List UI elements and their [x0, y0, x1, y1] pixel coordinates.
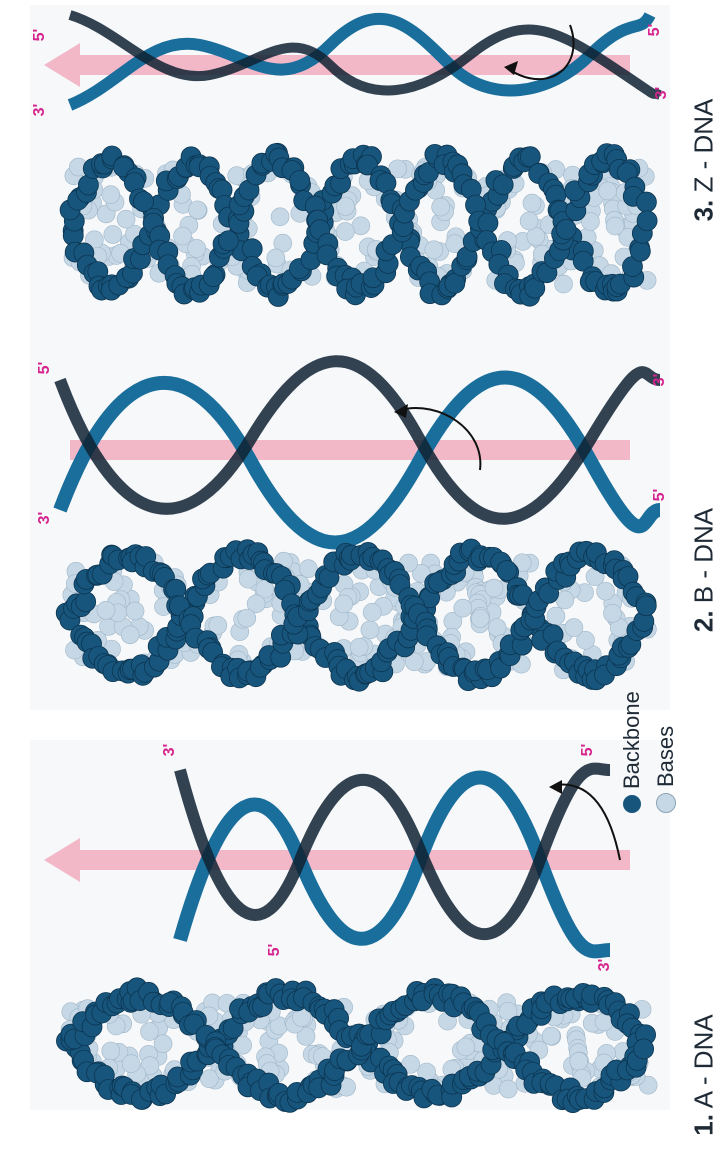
base-atom: [454, 599, 472, 617]
end-label-3prime-right: 3': [653, 87, 671, 100]
base-atom: [457, 1038, 475, 1056]
space-filling-model: [56, 539, 656, 691]
base-atom: [238, 609, 256, 627]
legend-label-backbone: Backbone: [619, 691, 645, 789]
base-atom: [485, 579, 503, 597]
backbone-atom: [290, 170, 310, 190]
space-filling-model: [60, 143, 657, 306]
backbone-atom: [636, 192, 656, 212]
legend-item-bases: Bases: [653, 726, 679, 813]
base-atom: [599, 182, 617, 200]
base-atom: [121, 626, 139, 644]
base-atom: [565, 619, 583, 637]
end-label-5prime-bottom: 5': [266, 944, 284, 957]
backbone-swatch-icon: [623, 795, 641, 813]
end-label-5prime-bottom: 5': [651, 489, 669, 502]
panel-a-dna: 3' 5' 5' 3': [30, 740, 670, 1110]
base-atom: [432, 198, 450, 216]
helix-axis-arrow: [70, 440, 630, 460]
backbone-atom: [637, 211, 657, 231]
base-atom: [104, 226, 122, 244]
backbone-atom: [218, 231, 238, 251]
base-atom: [174, 227, 192, 245]
backbone-atom: [556, 219, 576, 239]
end-label-5prime-right: 5': [646, 24, 664, 37]
base-atom: [117, 210, 135, 228]
base-atom: [603, 604, 621, 622]
panel-label-b-dna: 2. B - DNA: [689, 508, 720, 632]
base-atom: [336, 223, 354, 241]
legend-label-bases: Bases: [653, 726, 679, 787]
base-atom: [122, 1055, 140, 1073]
panel-b-dna: 5' 3' 3' 5': [30, 340, 670, 710]
end-label-3prime-top: 3': [161, 744, 179, 757]
z-dna-diagram: [30, 5, 670, 375]
backbone-atom: [634, 1039, 654, 1059]
base-atom: [299, 560, 317, 578]
backbone-atom: [76, 592, 96, 612]
base-atom: [523, 194, 541, 212]
helix-axis-arrowhead: [44, 838, 80, 882]
backbone-atom: [636, 596, 656, 616]
base-atom: [471, 609, 489, 627]
end-label-3prime-bottom: 3': [36, 512, 54, 525]
base-atom: [499, 1080, 517, 1098]
base-atom: [102, 186, 120, 204]
space-filling-model: [56, 978, 657, 1113]
base-atom: [97, 601, 115, 619]
base-atom: [188, 239, 206, 257]
base-atom: [520, 212, 538, 230]
base-atom: [271, 208, 289, 226]
end-label-3prime-left: 3': [31, 104, 49, 117]
end-label-3prime-bottom: 3': [596, 959, 614, 972]
end-label-5prime-top: 5': [36, 362, 54, 375]
base-atom: [126, 602, 144, 620]
panel-label-z-dna: 3. Z - DNA: [689, 99, 720, 222]
end-label-5prime-top: 5': [579, 744, 597, 757]
backbone-atom: [478, 213, 498, 233]
panel-z-dna: 5' 3' 5' 3': [30, 5, 670, 375]
backbone-atom: [497, 561, 517, 581]
base-atom: [597, 582, 615, 600]
panel-label-a-dna: 1. A - DNA: [689, 1014, 720, 1135]
base-atom: [488, 619, 506, 637]
base-atom: [363, 603, 381, 621]
base-atom: [547, 607, 565, 625]
backbone-atom: [630, 241, 650, 261]
bases-swatch-icon: [656, 793, 676, 813]
base-atom: [335, 595, 353, 613]
base-atom: [555, 275, 573, 293]
base-atom: [239, 570, 257, 588]
base-atom: [350, 638, 368, 656]
base-atom: [606, 217, 624, 235]
base-atom: [154, 1035, 172, 1053]
b-dna-diagram: [30, 340, 670, 710]
a-dna-diagram: [30, 740, 670, 1110]
base-atom: [102, 1042, 120, 1060]
base-atom: [188, 201, 206, 219]
legend-item-backbone: Backbone: [619, 691, 645, 813]
base-atom: [361, 621, 379, 639]
end-label-3prime-top: 3': [651, 374, 669, 387]
base-atom: [570, 1052, 588, 1070]
base-atom: [267, 249, 285, 267]
rotation-arrowhead: [549, 780, 562, 794]
base-atom: [425, 241, 443, 259]
backbone-atom: [376, 173, 396, 193]
backbone-atom: [203, 267, 223, 287]
legend: Backbone Bases: [610, 690, 700, 800]
backbone-atom: [242, 239, 262, 259]
base-atom: [141, 1023, 159, 1041]
base-atom: [542, 1027, 560, 1045]
helix-axis-arrowhead: [44, 43, 80, 87]
end-label-5prime-left: 5': [31, 29, 49, 42]
